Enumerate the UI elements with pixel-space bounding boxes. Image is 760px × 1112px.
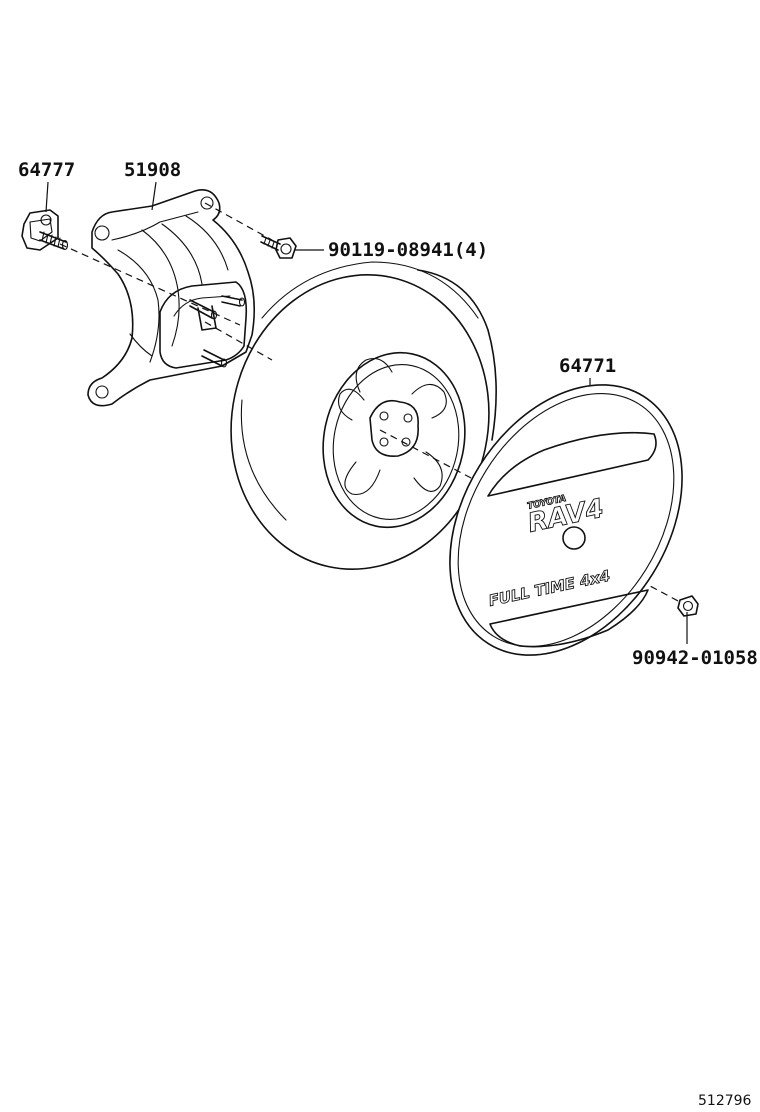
illustration-number: 512796 [698, 1093, 752, 1109]
part-label-64777[interactable]: 64777 [18, 159, 75, 181]
carrier-bracket-51908-illustration [87, 189, 256, 407]
tire-cover-64771-illustration: TOYOTA RAV4 FULL TIME 4x4 [449, 384, 683, 656]
nut-90942-01058-illustration [677, 595, 699, 617]
part-label-90942-01058[interactable]: 90942-01058 [632, 647, 758, 669]
bolt-90119-08941-illustration [260, 235, 297, 259]
part-label-64771[interactable]: 64771 [559, 355, 616, 377]
part-label-90119-08941[interactable]: 90119-08941(4) [328, 239, 488, 261]
part-label-51908[interactable]: 51908 [124, 159, 181, 181]
spare-tire-illustration [230, 261, 497, 570]
bracket-64777-illustration [21, 209, 69, 251]
